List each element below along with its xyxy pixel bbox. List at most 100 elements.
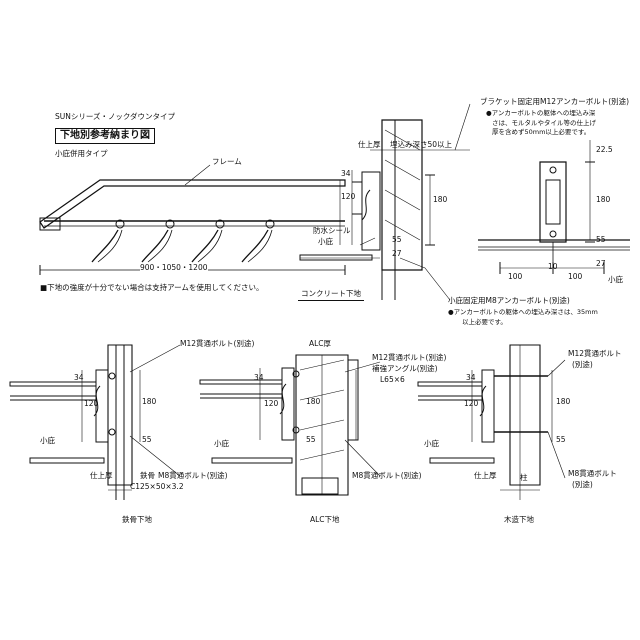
steel-m8: M8貫通ボルト(別途): [158, 471, 228, 480]
alc-dim-120: 120: [264, 399, 279, 408]
steel-finish: 仕上厚: [90, 471, 113, 480]
top-main-section: [40, 104, 470, 300]
alc-m12: M12貫通ボルト(別途): [372, 353, 447, 362]
wood-small-eave: 小庇: [424, 439, 439, 448]
wood-finish: 仕上厚: [474, 471, 497, 480]
dim-27-elev: 27: [596, 259, 606, 268]
alc-angle-size: L65×6: [380, 375, 405, 384]
bracket-note-2c: 厚を含めず50mm以上必要です。: [492, 128, 591, 136]
steel-dim-34: 34: [74, 373, 84, 382]
wood-small-eave: [430, 458, 494, 463]
bracket-note-2b: さは、モルタルやタイル等の仕上げ: [492, 119, 596, 127]
alc-dim-34: 34: [254, 373, 264, 382]
alc-base: [302, 478, 338, 494]
m8-note-1: 小庇固定用M8アンカーボルト(別途): [448, 296, 570, 305]
wood-post: [510, 345, 540, 485]
weak-note: ■下地の強度が十分でない場合は支持アームを使用してください。: [40, 283, 264, 292]
arm-3: [192, 230, 218, 262]
wood-dim-34: 34: [466, 373, 476, 382]
steel-small-eave: [30, 458, 104, 463]
dim-34-top: 34: [341, 169, 351, 178]
main-bracket: [362, 172, 380, 250]
alc-small-eave: 小庇: [214, 439, 229, 448]
concrete-wall: [382, 120, 422, 270]
dim-10: 10: [548, 262, 558, 271]
dim-180-top: 180: [433, 195, 448, 204]
alc-dim-55: 55: [306, 435, 316, 444]
wood-label: 木造下地: [504, 515, 534, 524]
wood-post-label: 柱: [520, 473, 528, 482]
width-range: 900・1050・1200: [140, 263, 208, 272]
alc-m8: M8貫通ボルト(別途): [352, 471, 422, 480]
m8-note-2b: 以上必要です。: [462, 318, 507, 326]
steel-column: [108, 345, 132, 485]
small-eave: [300, 255, 372, 260]
bracket-plate: [540, 162, 566, 242]
m8-note-2a: ●アンカーボルトの躯体への埋込み深さは、35mm: [448, 308, 598, 316]
steel-channel: C125×50×3.2: [130, 482, 184, 491]
alc-angle: [348, 360, 358, 440]
steel-dim-120: 120: [84, 399, 99, 408]
alc-thickness: ALC厚: [309, 339, 332, 348]
dim-100-left: 100: [508, 272, 523, 281]
small-eave-top: 小庇: [318, 237, 333, 246]
wood-frame-panel: [418, 382, 482, 400]
alc-label: ALC下地: [310, 515, 340, 524]
waterproof-label: 防水シール: [313, 226, 351, 235]
series-name: SUNシリーズ・ノックダウンタイプ: [55, 112, 176, 121]
awning-frame: [40, 180, 345, 228]
steel-frame-panel: [10, 382, 96, 400]
page-title: 下地別参考納まり図: [55, 128, 155, 144]
concrete-hatch: [385, 130, 420, 240]
finish-label-top: 仕上厚: [358, 140, 381, 149]
dim-100-right: 100: [568, 272, 583, 281]
dim-225: 22.5: [596, 145, 613, 154]
steel-bracket: [96, 370, 108, 442]
concrete-label: コンクリート下地: [298, 288, 364, 301]
steel-m12-bolt: [108, 372, 116, 380]
arm-clamp: [115, 219, 125, 229]
arm-4: [242, 230, 268, 262]
dim-120-top: 120: [341, 192, 356, 201]
wood-dim-55: 55: [556, 435, 566, 444]
alc-angle: 補強アングル(別途): [372, 364, 438, 373]
m8-leader: [400, 258, 450, 300]
dim-55-elev: 55: [596, 235, 606, 244]
front-cap: [40, 218, 60, 230]
alc-small-eave: [212, 458, 292, 463]
wood-m8-a: M8貫通ボルト: [568, 469, 617, 478]
wood-m8-b: (別途): [572, 480, 593, 489]
wood-dim-120: 120: [464, 399, 479, 408]
steel-label: 鉄骨下地: [122, 515, 152, 524]
anchor-hole: [549, 166, 557, 174]
subtitle: 小庇併用タイプ: [55, 149, 108, 158]
steel-detail: [10, 345, 180, 500]
arm-1: [92, 230, 118, 262]
dim-27-top: 27: [392, 249, 402, 258]
wood-dim-180: 180: [556, 397, 571, 406]
steel-dim-180: 180: [142, 397, 157, 406]
wood-bracket: [482, 370, 494, 442]
alc-frame-panel: [200, 380, 282, 398]
steel-small-eave: 小庇: [40, 436, 55, 445]
alc-bracket: [282, 368, 294, 440]
steel-m12: M12貫通ボルト(別途): [180, 339, 255, 348]
wood-detail: [418, 345, 565, 500]
dim-180-elev: 180: [596, 195, 611, 204]
top-right-elevation: [478, 140, 630, 274]
steel-dim-55: 55: [142, 435, 152, 444]
frame-label: フレーム: [212, 157, 242, 166]
steel-frame-label: 鉄骨: [140, 471, 155, 480]
dim-55-top: 55: [392, 235, 402, 244]
alc-hatch: [300, 360, 344, 460]
small-eave-elev: 小庇: [608, 275, 623, 284]
alc-dim-180: 180: [306, 397, 321, 406]
bracket-note-1: ブラケット固定用M12アンカーボルト(別途): [480, 97, 630, 106]
bracket-curve: [362, 190, 370, 220]
wood-m12-a: M12貫通ボルト: [568, 349, 622, 358]
bracket-note-2a: ●アンカーボルトの躯体への埋込み深: [486, 109, 596, 117]
alc-detail: [200, 355, 380, 495]
wood-m12-b: (別途): [572, 360, 593, 369]
arm-2: [142, 230, 168, 262]
